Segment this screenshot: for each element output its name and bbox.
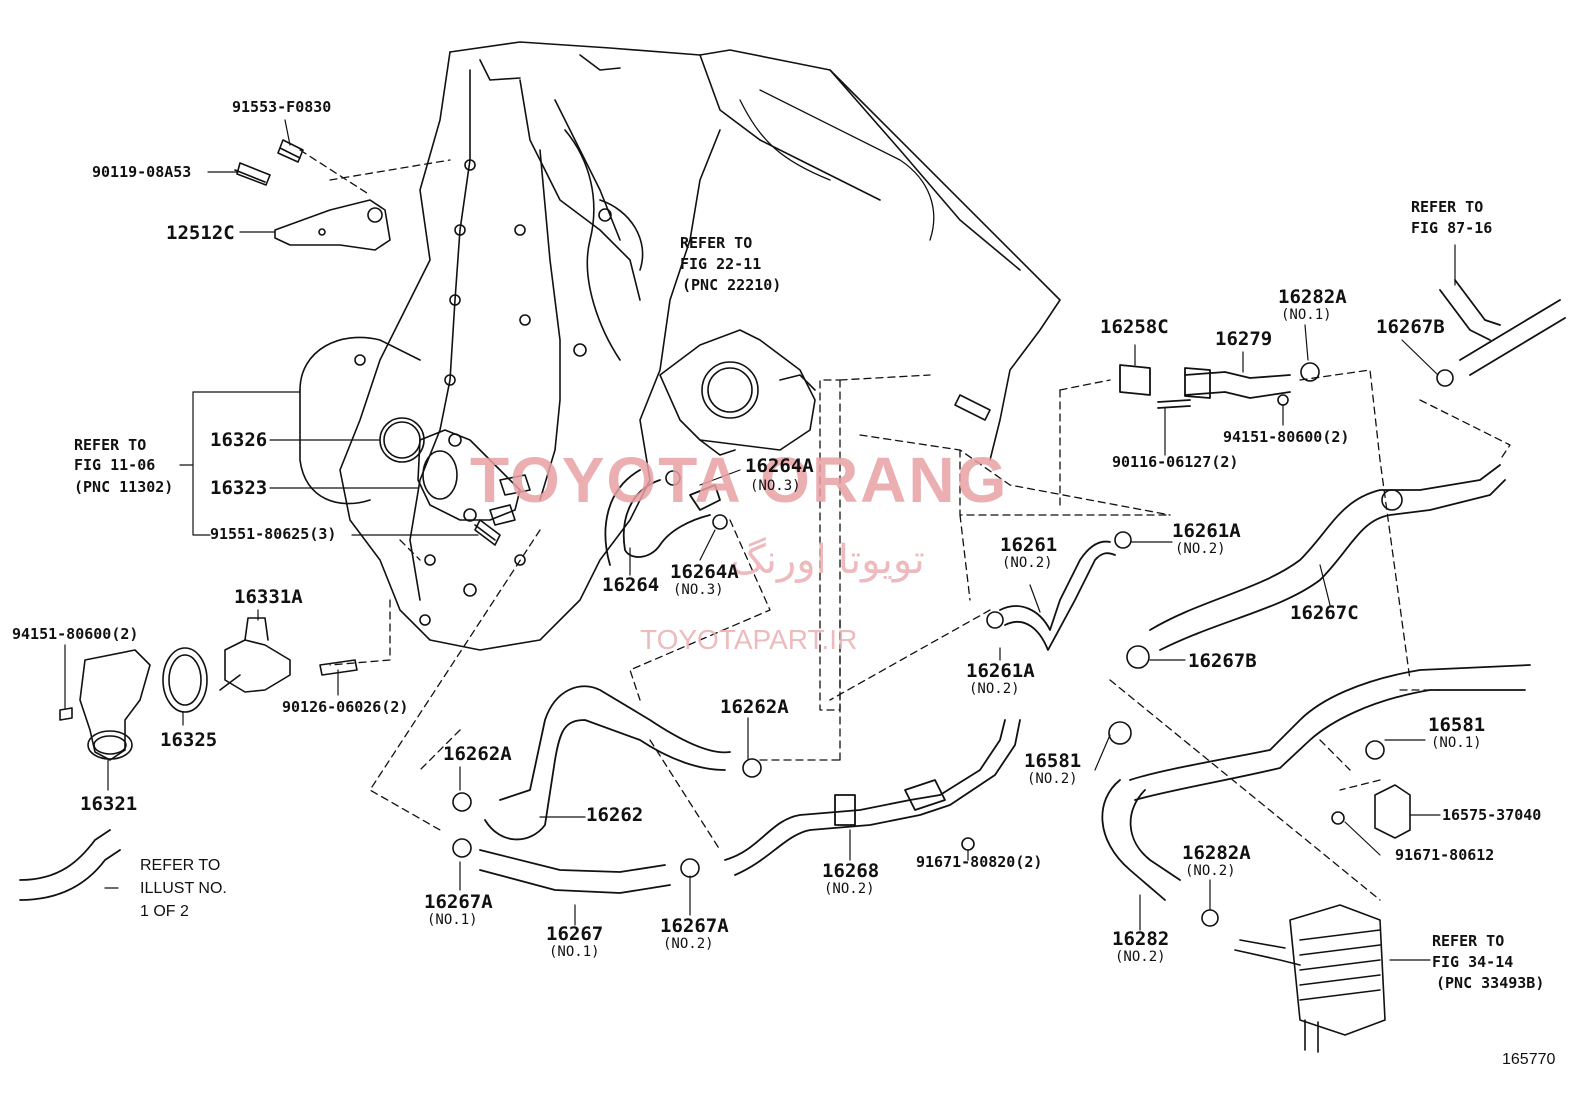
figure-number: 165770 [1502,1051,1556,1068]
part-label-16267a-no2: 16267A [660,915,729,937]
ref-fig-34-14-line2: FIG 34-14 [1432,953,1514,971]
leader-solid-lines [64,119,1456,961]
part-label-16267: 16267 [546,923,604,945]
part-label-91553-f0830: 91553-F0830 [232,98,332,116]
part-sub-16267a-no1: (NO.1) [427,912,478,928]
part-label-16282a-no1: 16282A [1278,286,1347,308]
part-label-16267b-middle: 16267B [1188,650,1257,672]
part-label-16267c: 16267C [1290,602,1359,624]
part-label-16267b-upper: 16267B [1376,316,1445,338]
ref-fig-22-11-line3: (PNC 22210) [682,276,782,294]
part-label-16264a-upper: 16264A [745,455,814,477]
part-sub-16282: (NO.2) [1115,949,1166,965]
part-label-16575-37040: 16575-37040 [1442,806,1542,824]
water-inlet-housing-drawing [379,417,531,546]
leader-dashed-lines [299,149,1511,901]
illust-ref-line1: REFER TO [140,857,221,874]
part-label-16282a-no2: 16282A [1182,842,1251,864]
part-label-91551-80625: 91551-80625(3) [210,525,337,543]
ref-fig-22-11-line1: REFER TO [680,234,753,252]
part-label-16261: 16261 [1000,534,1058,556]
watermark-persian: تویوتا اورنگ [730,538,925,582]
part-label-91671-80820: 91671-80820(2) [916,853,1043,871]
part-label-16321: 16321 [80,793,138,815]
ref-fig-34-14-line3: (PNC 33493B) [1436,974,1545,992]
part-sub-16261a-left: (NO.2) [969,681,1020,697]
illust-ref-line2: ILLUST NO. [140,880,227,897]
watermark-main: TOYOTA ORANG [470,444,1009,516]
part-label-90116-06127: 90116-06127(2) [1112,453,1239,471]
oil-cooler-drawing [1234,904,1386,1053]
part-label-16262: 16262 [586,804,644,826]
illust-ref-line3: 1 OF 2 [140,903,189,920]
part-sub-16282a-no2: (NO.2) [1185,863,1236,879]
part-label-16261a-right: 16261A [1172,520,1241,542]
part-label-90119-08a53: 90119-08A53 [92,163,192,181]
part-label-94151-80600-right: 94151-80600(2) [1223,428,1350,446]
part-label-90126-06026: 90126-06026(2) [282,698,409,716]
part-label-16258c: 16258C [1100,316,1169,338]
part-label-16331a: 16331A [234,586,303,608]
part-label-16323: 16323 [210,477,268,499]
part-sub-16261: (NO.2) [1002,555,1053,571]
part-label-16326: 16326 [210,429,268,451]
watermark-site: TOYOTAPART.IR [640,624,858,655]
part-label-16268: 16268 [822,860,880,882]
part-sub-16264a-lower: (NO.3) [673,582,724,598]
part-label-16581-no2: 16581 [1024,750,1082,772]
ref-fig-11-06-line1: REFER TO [74,436,147,454]
part-sub-16264a-upper: (NO.3) [750,478,801,494]
throttle-body-drawing [659,329,816,456]
part-label-16325: 16325 [160,729,218,751]
part-sub-16581-no1: (NO.1) [1431,735,1482,751]
part-sub-16267a-no2: (NO.2) [663,936,714,952]
bracket-16575-drawing [1374,784,1411,839]
part-label-16279: 16279 [1215,328,1273,350]
part-sub-16282a-no1: (NO.1) [1281,307,1332,323]
ref-fig-11-06-line3: (PNC 11302) [74,478,174,496]
part-label-16262a-right: 16262A [720,696,789,718]
ref-fig-87-16-line1: REFER TO [1411,198,1484,216]
ref-fig-34-14-line1: REFER TO [1432,932,1505,950]
part-sub-16268: (NO.2) [824,881,875,897]
ref-fig-22-11-line2: FIG 22-11 [680,255,762,273]
part-label-16262a-left: 16262A [443,743,512,765]
thermostat-parts-drawing [59,617,358,761]
ref-fig-11-06-line2: FIG 11-06 [74,456,156,474]
part-label-16267a-no1: 16267A [424,891,493,913]
ref-fig-87-16-line2: FIG 87-16 [1411,219,1493,237]
hoses-drawing [19,279,1566,901]
part-sub-16267: (NO.1) [549,944,600,960]
bracket-12512c-drawing [234,139,391,251]
engine-block-drawing [299,41,1061,651]
part-label-16264: 16264 [602,574,660,596]
part-label-16264a-lower: 16264A [670,561,739,583]
part-label-16282: 16282 [1112,928,1170,950]
part-label-16261a-left: 16261A [966,660,1035,682]
part-label-94151-80600-left: 94151-80600(2) [12,625,139,643]
part-sub-16261a-right: (NO.2) [1175,541,1226,557]
part-label-16581-no1: 16581 [1428,714,1486,736]
part-label-91671-80612: 91671-80612 [1395,846,1495,864]
part-label-12512c: 12512C [166,222,235,244]
part-sub-16581-no2: (NO.2) [1027,771,1078,787]
